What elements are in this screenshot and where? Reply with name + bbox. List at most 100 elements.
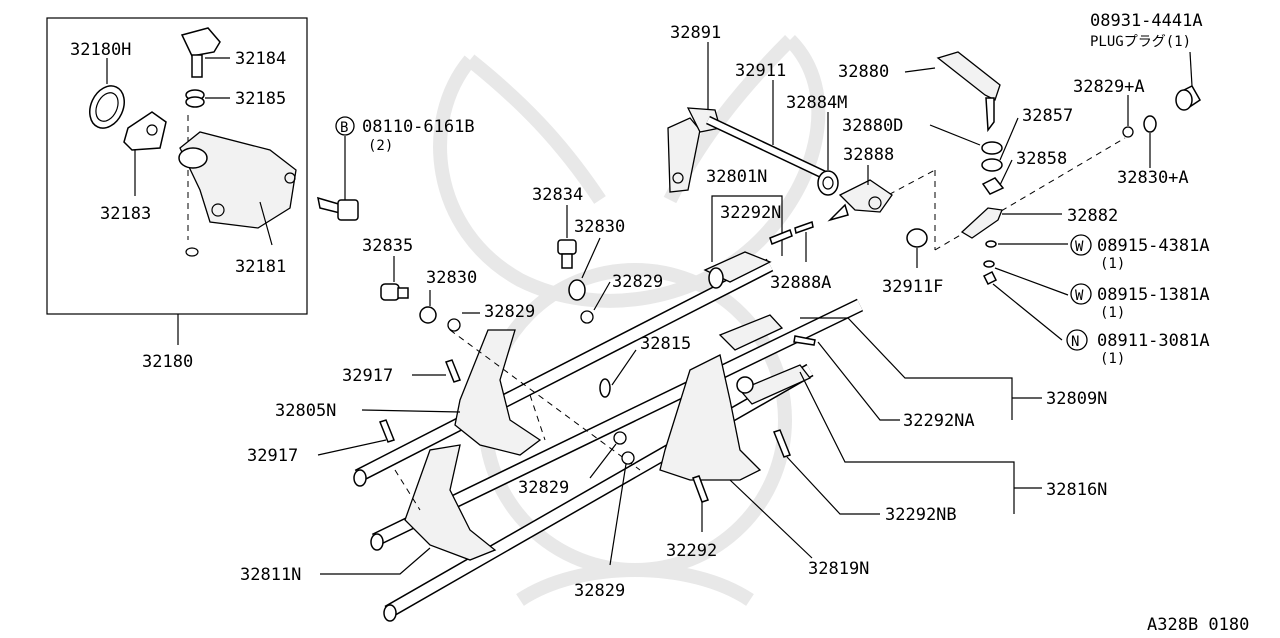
pin-32292: [692, 475, 709, 503]
plug-32835: [380, 283, 400, 301]
interlock-32815: [599, 378, 611, 398]
label-32911f[interactable]: 32911F: [882, 277, 943, 297]
label-32829-d[interactable]: 32829: [574, 581, 625, 601]
callout-w1-letter: W: [1075, 239, 1084, 255]
footer-code: A328B 0180: [1147, 615, 1249, 635]
arm-32882: [960, 207, 1003, 239]
inset-box: 32180 32180H 32184 32185 32183 32181: [46, 17, 308, 372]
label-32888a[interactable]: 32888A: [770, 273, 831, 293]
label-32858[interactable]: 32858: [1016, 149, 1067, 169]
label-32829-c[interactable]: 32829: [518, 478, 569, 498]
label-32819n[interactable]: 32819N: [808, 559, 869, 579]
ball-32829-c: [613, 431, 627, 445]
callout-w2-circle: [1070, 283, 1092, 305]
label-32884m[interactable]: 32884M: [786, 93, 847, 113]
ball-32829-a: [580, 310, 594, 324]
plug-32911f: [906, 228, 928, 248]
pin-32292nb: [773, 429, 791, 458]
fork-32809n: [718, 314, 784, 351]
label-32811n[interactable]: 32811N: [240, 565, 301, 585]
housing-32181: [179, 131, 297, 229]
label-32801n[interactable]: 32801N: [706, 167, 767, 187]
label-32815[interactable]: 32815: [640, 334, 691, 354]
label-32292n[interactable]: 32292N: [720, 203, 781, 223]
label-32829-b[interactable]: 32829: [484, 302, 535, 322]
label-32292na[interactable]: 32292NA: [903, 411, 975, 431]
label-08110-qty: (2): [368, 138, 393, 154]
label-32292nb[interactable]: 32292NB: [885, 505, 957, 525]
label-32829-a-small[interactable]: 32829: [612, 272, 663, 292]
ring-32180h: [89, 85, 125, 129]
ball-32829a: [1122, 126, 1134, 138]
nut-32858: [981, 177, 1005, 195]
callout-b-circle: [335, 116, 355, 136]
label-32891[interactable]: 32891: [670, 23, 721, 43]
label-plug-text: PLUGプラグ(1): [1090, 34, 1191, 50]
pin-32917b: [379, 419, 395, 443]
label-32830-a[interactable]: 32830: [574, 217, 625, 237]
label-08915-1381a[interactable]: 08915-1381A: [1097, 285, 1210, 305]
fork-32811n: [404, 444, 497, 561]
washer-w2: [983, 260, 995, 268]
spring-32830-b: [419, 306, 437, 324]
label-08915-1381a-qty: (1): [1100, 305, 1125, 321]
label-32184[interactable]: 32184: [235, 49, 286, 69]
label-08931-4441a[interactable]: 08931-4441A: [1090, 11, 1203, 31]
label-32857[interactable]: 32857: [1022, 106, 1073, 126]
callout-n1-circle: [1066, 329, 1088, 351]
callout-n1-letter: N: [1071, 334, 1079, 350]
callout-w1-circle: [1070, 234, 1092, 256]
label-32835[interactable]: 32835: [362, 236, 413, 256]
label-08915-4381a-qty: (1): [1100, 256, 1125, 272]
pin-32917a: [445, 359, 461, 383]
label-32816n[interactable]: 32816N: [1046, 480, 1107, 500]
pin-32292na: [793, 335, 816, 346]
label-32830-a[interactable]: 32830+A: [1117, 168, 1189, 188]
bracket-32891: [667, 117, 701, 193]
ball-32829-b: [447, 318, 461, 332]
label-32888[interactable]: 32888: [843, 145, 894, 165]
link-32880: [936, 51, 1001, 101]
spring-32830-a: [568, 279, 586, 301]
bolt-08110: B 08110-6161B (2): [317, 116, 475, 221]
label-32834[interactable]: 32834: [532, 185, 583, 205]
label-32911[interactable]: 32911: [735, 61, 786, 81]
label-32805n[interactable]: 32805N: [275, 401, 336, 421]
label-08911-3081a-qty: (1): [1100, 351, 1125, 367]
plate-32183: [123, 111, 167, 151]
label-08911-3081a[interactable]: 08911-3081A: [1097, 331, 1210, 351]
fork-32805n: [454, 329, 542, 456]
fork-32816n: [738, 364, 812, 405]
label-32292[interactable]: 32292: [666, 541, 717, 561]
nut-n1: [982, 270, 998, 286]
label-32880d[interactable]: 32880D: [842, 116, 903, 136]
label-32185[interactable]: 32185: [235, 89, 286, 109]
callout-w2-letter: W: [1075, 288, 1084, 304]
label-08915-4381a[interactable]: 08915-4381A: [1097, 236, 1210, 256]
label-32180h[interactable]: 32180H: [70, 40, 131, 60]
label-32917-b[interactable]: 32917: [247, 446, 298, 466]
inset-frame: [46, 17, 308, 315]
label-32830-b[interactable]: 32830: [426, 268, 477, 288]
pin-32292n: [769, 229, 793, 245]
label-32809n[interactable]: 32809N: [1046, 389, 1107, 409]
washer-32857: [981, 158, 1003, 172]
callout-b-letter: B: [340, 120, 348, 136]
label-32917-a[interactable]: 32917: [342, 366, 393, 386]
knob-32184: [180, 27, 221, 57]
label-32882[interactable]: 32882: [1067, 206, 1118, 226]
label-32829-a[interactable]: 32829+A: [1073, 77, 1145, 97]
ball-32829-d: [621, 451, 635, 465]
seal-32884m: [817, 170, 839, 196]
lever-32888: [838, 179, 893, 213]
washer-w1: [985, 240, 997, 248]
label-32880[interactable]: 32880: [838, 62, 889, 82]
bush-32880d: [981, 141, 1003, 155]
label-32180[interactable]: 32180: [142, 352, 193, 372]
label-08110-6161b[interactable]: 08110-6161B: [362, 117, 475, 137]
label-32183[interactable]: 32183: [100, 204, 151, 224]
label-32181[interactable]: 32181: [235, 257, 286, 277]
fork-32819n: [659, 354, 762, 481]
